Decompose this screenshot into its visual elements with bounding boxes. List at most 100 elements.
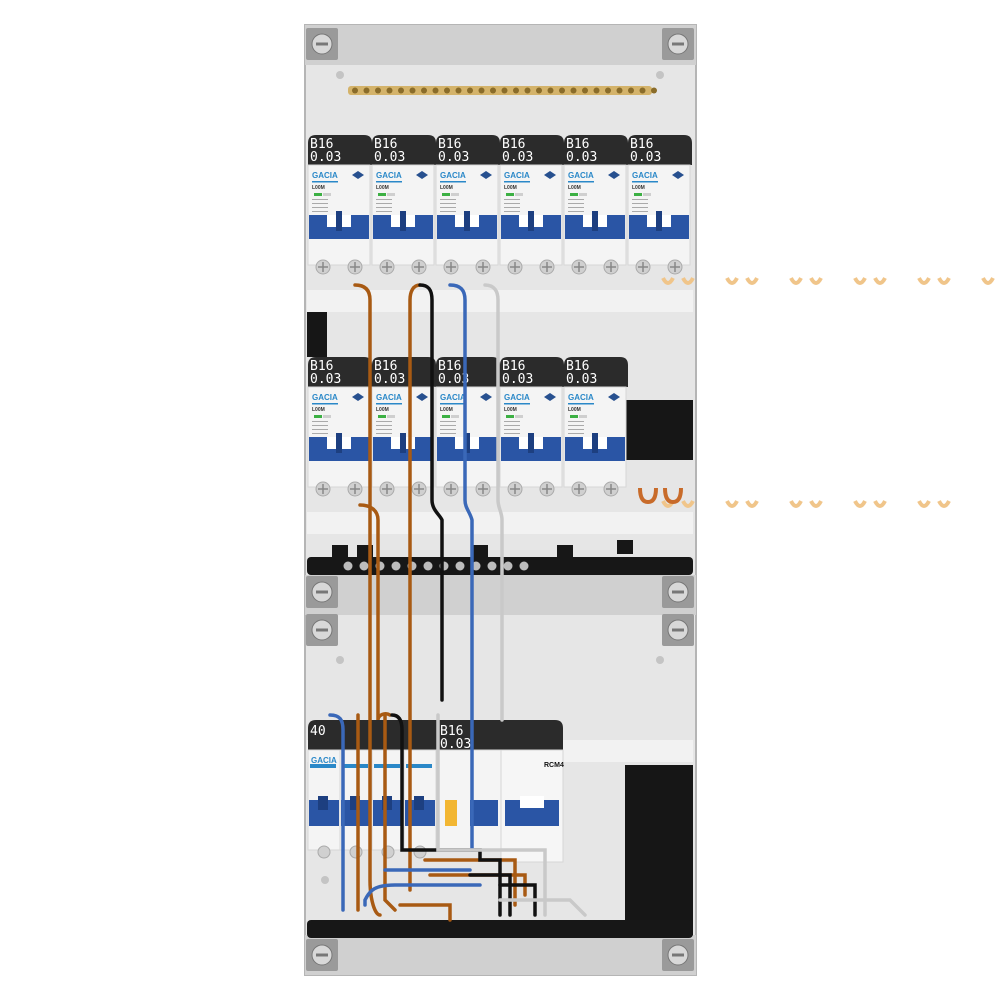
model-label: L00M [504, 407, 517, 413]
cable-trunking [307, 312, 693, 935]
top-cover [305, 25, 696, 65]
screw-icon [662, 576, 694, 608]
brand-label: GACIA [312, 393, 338, 402]
breaker-sensitivity: 0.03 [566, 150, 597, 165]
breaker-rating: B16 [502, 137, 525, 152]
breaker-sensitivity: 0.03 [374, 372, 405, 387]
breaker-rating: B16 [374, 359, 397, 374]
wire-brown [428, 873, 527, 897]
wiring [328, 283, 587, 922]
breaker-rating: B16 [630, 137, 653, 152]
wire-black [498, 883, 537, 917]
screw-icon [662, 939, 694, 971]
screw-icon [662, 28, 694, 60]
breaker-sensitivity: 0.03 [566, 372, 597, 387]
brand-label: GACIA [440, 171, 466, 180]
bottom-cover [305, 935, 696, 975]
mount-hole [336, 656, 344, 664]
model-label: L00M [504, 185, 517, 191]
brand-label: GACIA [311, 756, 337, 765]
breaker-rating: B16 [310, 137, 333, 152]
wire-brown [353, 283, 382, 917]
model-label: L00M [440, 185, 453, 191]
wire-blue [448, 283, 474, 852]
logo-icon [352, 393, 364, 401]
logo-icon [416, 393, 428, 401]
brand-label: GACIA [632, 171, 658, 180]
mount-hole [656, 656, 664, 664]
din-rail [307, 290, 693, 312]
screw-icon [306, 576, 338, 608]
breaker-rating: B16 [440, 724, 463, 739]
breaker-rating: B16 [566, 137, 589, 152]
residual-current-monitor[interactable]: RCM4 [500, 749, 564, 863]
breaker-sensitivity: 0.03 [310, 150, 341, 165]
breaker-sensitivity: 0.03 [502, 150, 533, 165]
mount-hole [656, 71, 664, 79]
wire-brown [383, 713, 397, 912]
main-switch-rating: 40 [310, 724, 326, 739]
breaker-rating: B16 [566, 359, 589, 374]
logo-icon [672, 171, 684, 179]
breaker-rating: B16 [438, 137, 461, 152]
brand-label: GACIA [312, 171, 338, 180]
brand-label: GACIA [376, 171, 402, 180]
breaker-sensitivity: 0.03 [310, 372, 341, 387]
model-label: L00M [312, 185, 325, 191]
mount-hole [321, 876, 329, 884]
rcm-label: RCM4 [544, 762, 564, 769]
logo-icon [608, 393, 620, 401]
wire-grey [498, 898, 587, 917]
breaker-rating: B16 [502, 359, 525, 374]
wire-brown [398, 903, 452, 922]
brand-label: GACIA [440, 393, 466, 402]
brand-label: GACIA [504, 171, 530, 180]
breaker-sensitivity: 0.03 [630, 150, 661, 165]
screw-icon [306, 614, 338, 646]
terminal-screw-icon [413, 845, 427, 859]
wire-brown [408, 283, 422, 892]
screw-icon [306, 939, 338, 971]
wire-grey [436, 713, 547, 917]
brand-label: GACIA [376, 393, 402, 402]
logo-icon [544, 171, 556, 179]
logo-icon [608, 171, 620, 179]
din-rail [307, 512, 693, 534]
model-label: L00M [568, 185, 581, 191]
breaker-sensitivity: 0.03 [438, 372, 469, 387]
wire-black [390, 713, 502, 917]
model-label: L00M [376, 185, 389, 191]
model-label: L00M [440, 407, 453, 413]
screw-icons [306, 28, 694, 971]
terminal-screw-icon [349, 845, 363, 859]
logo-icon [480, 393, 492, 401]
model-label: L00M [312, 407, 325, 413]
breaker-sensitivity: 0.03 [502, 372, 533, 387]
wire-blue [363, 883, 482, 907]
logo-icon [352, 171, 364, 179]
breaker-sensitivity: 0.03 [374, 150, 405, 165]
breaker-rating: B16 [310, 359, 333, 374]
wire-brown [423, 858, 517, 907]
earth-busbar [348, 86, 657, 95]
brand-label: GACIA [568, 393, 594, 402]
neutral-terminal-bar [307, 540, 693, 938]
breaker-rating: B16 [438, 359, 461, 374]
logo-icon [544, 393, 556, 401]
brand-label: GACIA [568, 171, 594, 180]
breaker-sensitivity: 0.03 [440, 737, 471, 752]
screw-icon [662, 614, 694, 646]
